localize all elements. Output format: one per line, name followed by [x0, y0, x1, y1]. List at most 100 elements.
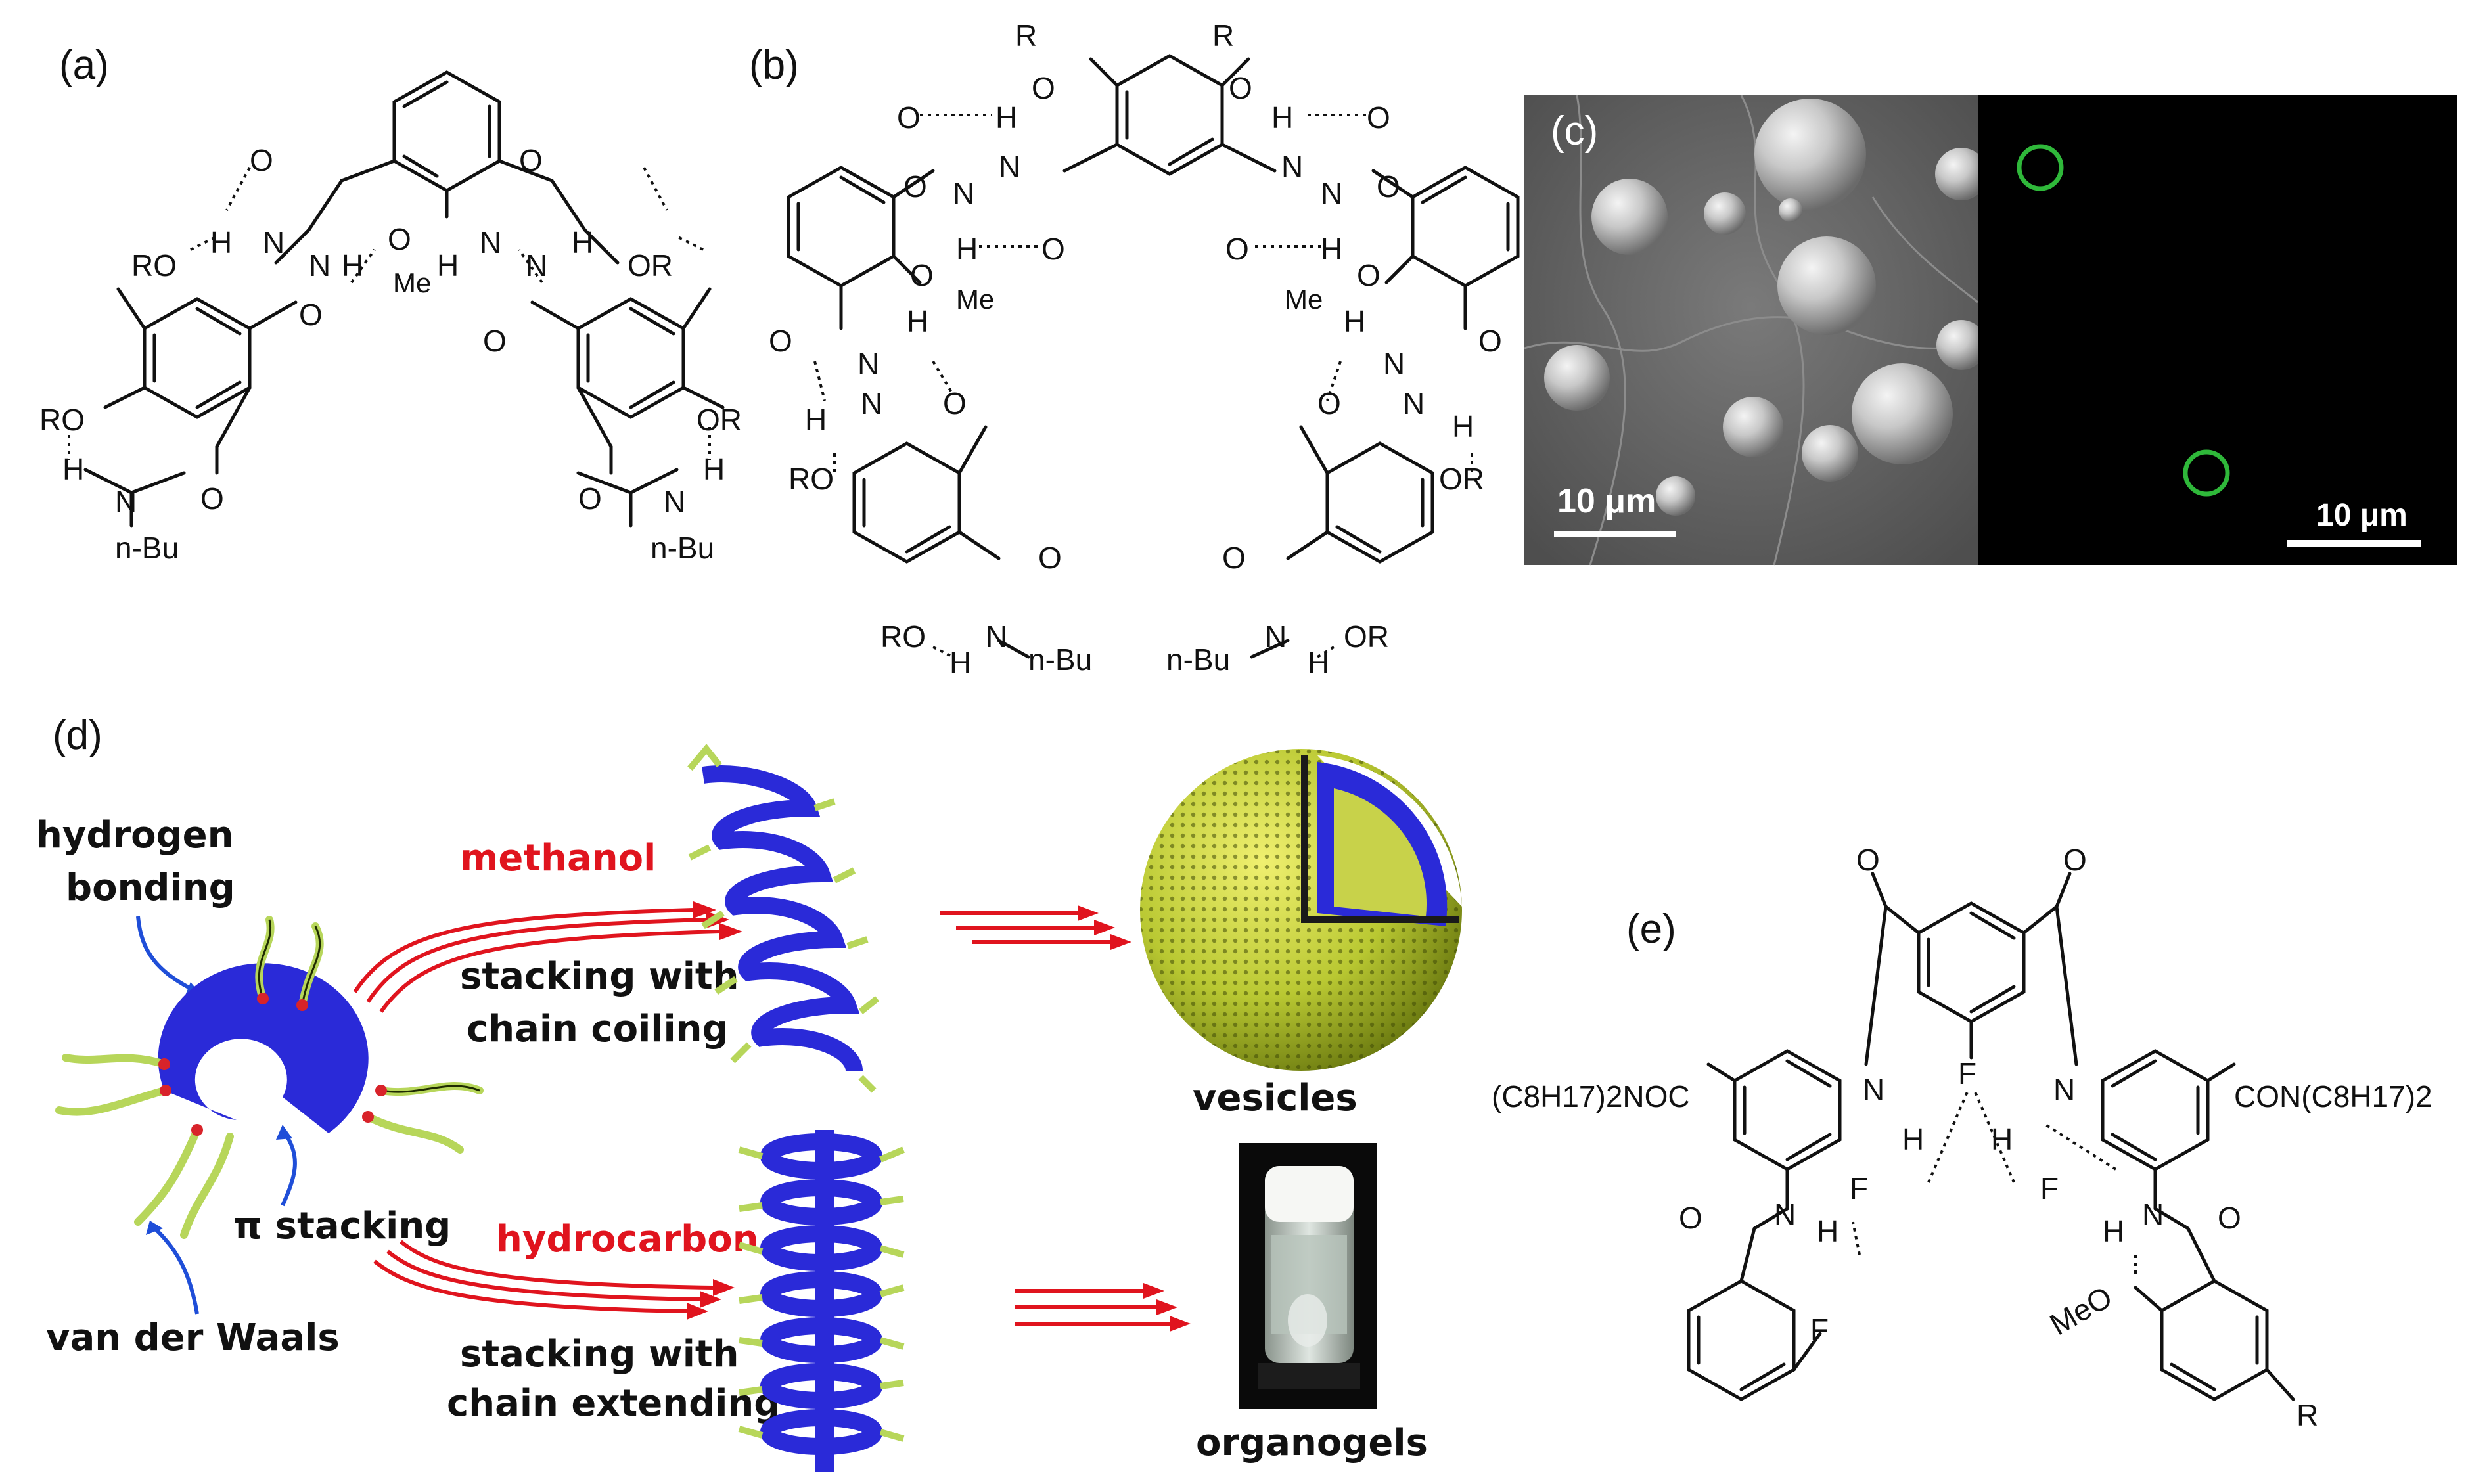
- organogels-label: organogels: [1196, 1422, 1428, 1464]
- atom-H: H: [437, 248, 459, 282]
- sem-image: [1524, 95, 1978, 565]
- benzene-ring-left: [143, 297, 252, 419]
- atom-H: H: [1452, 409, 1474, 443]
- atom-N: N: [664, 485, 685, 519]
- vesicle-sphere: [1656, 476, 1695, 516]
- benzene-ring-left-bottom: [852, 441, 961, 564]
- atom-RO: RO: [39, 403, 85, 437]
- sem-scale-label: 10 μm: [1557, 482, 1656, 520]
- atom-N: N: [861, 386, 882, 420]
- atom-N: N: [1321, 176, 1342, 210]
- atom-O: O: [1041, 232, 1065, 266]
- atom-RO: RO: [880, 619, 926, 654]
- atom-Me: Me: [1285, 284, 1323, 315]
- atom-H: H: [1902, 1122, 1924, 1156]
- atom-H: H: [805, 403, 827, 437]
- atom-H: H: [949, 646, 971, 680]
- atom-Me: Me: [393, 267, 431, 298]
- atom-RO: RO: [788, 462, 834, 496]
- fluorescence-image: [1978, 95, 2457, 565]
- atom-O: O: [1679, 1201, 1702, 1235]
- atom-O: O: [897, 101, 921, 135]
- atom-H: H: [62, 452, 84, 486]
- atom-F: F: [2040, 1171, 2059, 1205]
- atom-F: F: [1958, 1056, 1976, 1091]
- atom-RO: RO: [131, 248, 177, 282]
- pi-stacking-label: π stacking: [233, 1205, 451, 1248]
- vesicle-sphere: [1779, 198, 1802, 222]
- panel-e: (e): [1492, 843, 2432, 1432]
- benzene-ring-right: [2101, 1049, 2210, 1171]
- atom-O: O: [1032, 71, 1055, 105]
- atom-O: O: [1225, 232, 1249, 266]
- atom-O: O: [1357, 258, 1381, 292]
- linker-dots: [158, 993, 387, 1136]
- vesicle-sphere: [1802, 425, 1858, 482]
- atom-R: R: [1212, 18, 1234, 53]
- atom-H: H: [1991, 1122, 2013, 1156]
- atom-H: H: [2103, 1214, 2124, 1248]
- right-alkyl-group: CON(C8H17)2: [2234, 1079, 2432, 1113]
- vesicle-arrows: [940, 905, 1131, 950]
- vesicle-sphere: [1591, 179, 1668, 255]
- benzene-ring-bottom-right: [2160, 1279, 2269, 1401]
- panel-c: 10 μm (c) 10 μm: [1524, 95, 2457, 566]
- benzene-ring-left: [1733, 1049, 1842, 1171]
- panel-c-label: (c): [1551, 108, 1598, 154]
- atom-H: H: [1321, 232, 1342, 266]
- atom-N: N: [2142, 1198, 2164, 1232]
- atom-N: N: [953, 176, 974, 210]
- stacking-coiling-line2: chain coiling: [467, 1008, 729, 1050]
- atom-N: N: [857, 347, 879, 381]
- atom-OR: OR: [1439, 462, 1484, 496]
- atom-O: O: [943, 386, 967, 420]
- vesicle-sphere: [1704, 192, 1746, 235]
- atom-N: N: [1403, 386, 1425, 420]
- methanol-arrows: [353, 901, 742, 1013]
- atom-H: H: [210, 225, 232, 259]
- atom-O: O: [1038, 541, 1062, 575]
- van-der-waals-label: van der Waals: [46, 1316, 340, 1359]
- hydrocarbon-label: hydrocarbon: [496, 1218, 759, 1261]
- left-alkyl-group: (C8H17)2NOC: [1492, 1079, 1690, 1113]
- atom-O: O: [483, 324, 507, 358]
- atom-H: H: [572, 225, 593, 259]
- atom-N: N: [1281, 150, 1303, 184]
- atom-O: O: [1856, 843, 1880, 877]
- atom-nBu: n-Bu: [651, 531, 714, 565]
- atom-MeO: MeO: [2044, 1279, 2118, 1341]
- extended-helix: [738, 1130, 905, 1472]
- atom-N: N: [526, 248, 547, 282]
- atom-O: O: [578, 482, 602, 516]
- atom-R: R: [2296, 1398, 2318, 1432]
- benzene-ring-right: [576, 297, 685, 419]
- atom-O: O: [2218, 1201, 2241, 1235]
- panel-b-label: (b): [749, 43, 799, 88]
- vesicle-sphere: [1935, 148, 1988, 200]
- vesicle-sphere: [1936, 320, 1986, 370]
- vesicle-sphere: [1544, 345, 1610, 411]
- panel-a-label: (a): [59, 43, 109, 88]
- hydrocarbon-arrows: [373, 1240, 735, 1320]
- atom-nBu: n-Bu: [1028, 642, 1092, 677]
- benzene-ring-right-top: [1411, 166, 1520, 288]
- panel-d-label: (d): [53, 713, 103, 758]
- benzene-ring-central: [392, 70, 501, 192]
- atom-O: O: [519, 143, 543, 177]
- atom-H: H: [703, 452, 725, 486]
- atom-O: O: [903, 169, 927, 204]
- vesicle-sphere: [1852, 363, 1953, 464]
- atom-OR: OR: [628, 248, 673, 282]
- stacking-extending-line1: stacking with: [460, 1333, 739, 1376]
- atom-O: O: [1478, 324, 1502, 358]
- atom-nBu: n-Bu: [115, 531, 179, 565]
- atom-F: F: [1810, 1313, 1829, 1347]
- atom-O: O: [2063, 843, 2087, 877]
- vesicles-label: vesicles: [1193, 1077, 1358, 1119]
- sem-scale-bar: [1554, 531, 1676, 537]
- atom-N: N: [986, 619, 1007, 654]
- benzene-ring-left-top: [787, 166, 896, 288]
- stacking-coiling-line1: stacking with: [460, 955, 739, 998]
- vesicle-sphere: [1777, 236, 1876, 335]
